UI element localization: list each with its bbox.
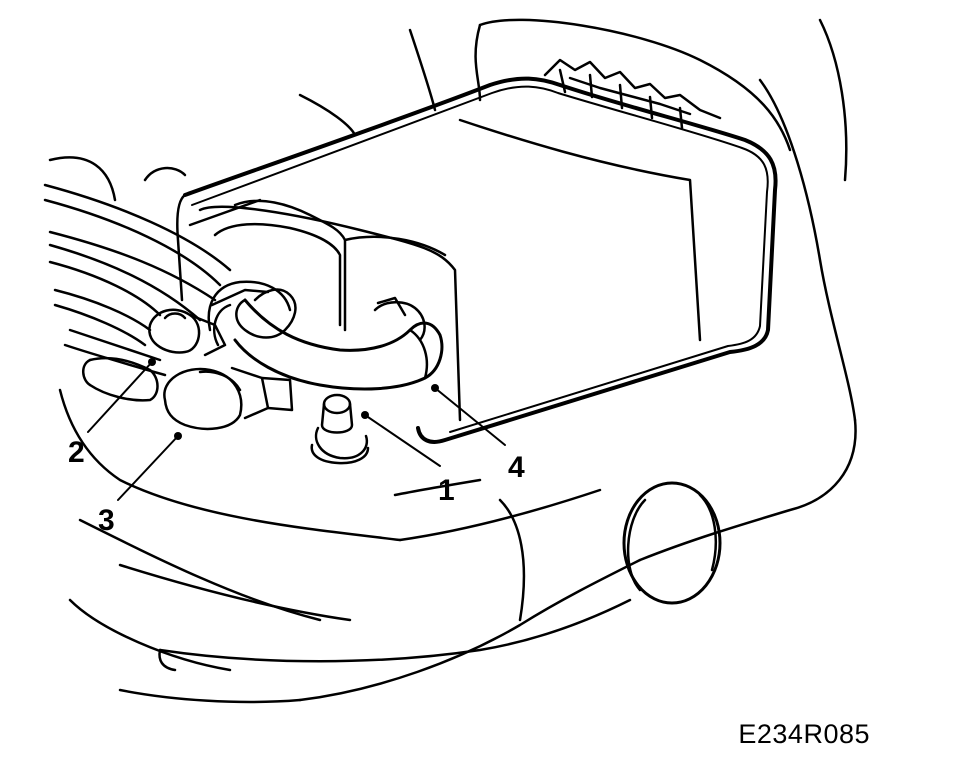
- purge-hose: [233, 288, 444, 391]
- connector-2: [148, 308, 227, 357]
- callout-4: 4: [508, 451, 525, 484]
- vent-fitting-1: [310, 393, 370, 465]
- connector-3: [82, 356, 294, 431]
- hose-bundle: [43, 183, 232, 377]
- leader-2: [87, 361, 153, 433]
- dot-4: [431, 384, 439, 392]
- leader-1: [364, 414, 441, 467]
- figure-code-label: E234R085: [738, 719, 870, 749]
- leader-dots: [148, 358, 439, 440]
- hose-clamp: [207, 280, 426, 347]
- body-panel: [48, 18, 857, 704]
- callout-leaders: [87, 361, 506, 501]
- leader-4: [434, 387, 506, 446]
- dot-1: [361, 411, 369, 419]
- callout-2: 2: [68, 436, 85, 469]
- callout-3: 3: [98, 504, 115, 537]
- canister-body: [176, 58, 778, 444]
- dot-3: [174, 432, 182, 440]
- leader-3: [117, 435, 179, 501]
- body-grommet: [622, 481, 722, 605]
- dot-2: [148, 358, 156, 366]
- callout-1: 1: [438, 474, 455, 507]
